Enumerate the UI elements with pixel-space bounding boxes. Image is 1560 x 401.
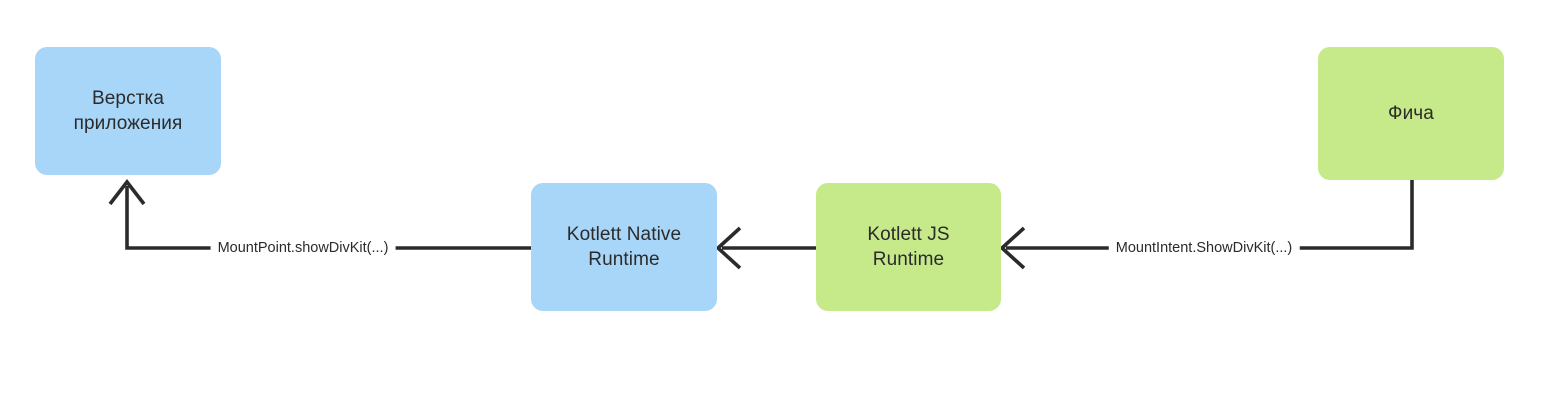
node-kotlett-native-runtime[interactable]: Kotlett Native Runtime bbox=[531, 183, 717, 311]
node-kotlett-js-runtime-label: Kotlett JS Runtime bbox=[867, 224, 950, 270]
node-feature[interactable]: Фича bbox=[1318, 47, 1504, 180]
edge-native-to-layout bbox=[108, 179, 531, 250]
node-app-layout-label: Верстка приложения bbox=[73, 88, 183, 134]
edge-js-to-native-arrowhead-icon bbox=[715, 226, 742, 270]
edge-js-to-native bbox=[715, 226, 816, 270]
edge-feature-to-js-arrowhead-icon bbox=[999, 226, 1026, 270]
node-feature-label: Фича bbox=[1388, 103, 1434, 124]
edge-label-feature-to-js: MountIntent.ShowDivKit(...) bbox=[1108, 239, 1300, 257]
edge-label-native-to-layout: MountPoint.showDivKit(...) bbox=[210, 239, 396, 257]
node-app-layout[interactable]: Верстка приложения bbox=[35, 47, 221, 175]
edge-native-to-layout-line bbox=[125, 186, 531, 250]
edge-native-to-layout-arrowhead-icon bbox=[108, 179, 146, 206]
node-kotlett-js-runtime[interactable]: Kotlett JS Runtime bbox=[816, 183, 1001, 311]
node-kotlett-native-runtime-label: Kotlett Native Runtime bbox=[566, 224, 682, 270]
edge-feature-to-js-line bbox=[1006, 180, 1414, 250]
